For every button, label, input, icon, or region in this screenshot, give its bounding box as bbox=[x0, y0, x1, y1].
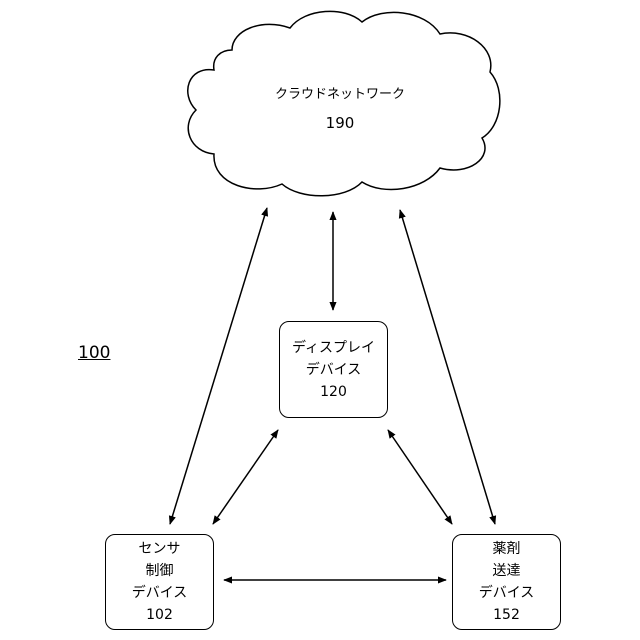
cloud-title: クラウドネットワーク bbox=[250, 84, 430, 106]
sensor-device-line-2: 制御 bbox=[146, 560, 174, 582]
sensor-device-ref: 102 bbox=[146, 604, 173, 626]
display-device-line-2: デバイス bbox=[306, 359, 362, 381]
system-ref: 100 bbox=[78, 343, 110, 363]
sensor-device-line-1: センサ bbox=[139, 538, 181, 560]
arrow-display-sensor bbox=[213, 430, 278, 524]
drug-device-box: 薬剤 送達 デバイス 152 bbox=[452, 534, 561, 630]
cloud-ref: 190 bbox=[250, 112, 430, 134]
sensor-device-line-3: デバイス bbox=[132, 582, 188, 604]
display-device-line-1: ディスプレイ bbox=[292, 337, 375, 359]
arrow-display-drug bbox=[388, 430, 452, 524]
display-device-ref: 120 bbox=[320, 381, 347, 403]
display-device-box: ディスプレイ デバイス 120 bbox=[279, 321, 388, 418]
drug-device-line-3: デバイス bbox=[479, 582, 535, 604]
drug-device-line-2: 送達 bbox=[493, 560, 521, 582]
sensor-device-box: センサ 制御 デバイス 102 bbox=[105, 534, 214, 630]
cloud-label: クラウドネットワーク 190 bbox=[250, 84, 430, 134]
arrow-cloud-drug bbox=[400, 210, 495, 524]
drug-device-ref: 152 bbox=[493, 604, 520, 626]
arrow-cloud-sensor bbox=[170, 208, 267, 524]
drug-device-line-1: 薬剤 bbox=[493, 538, 521, 560]
